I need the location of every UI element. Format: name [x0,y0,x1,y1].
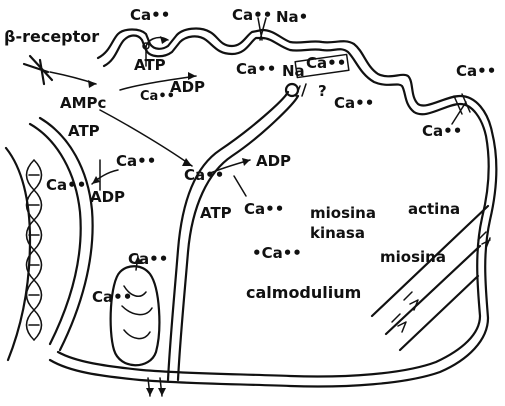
atp-top-label: ATP [134,56,166,74]
ca-membrane-label: Ca•• [236,60,276,78]
ca-center-pump-label: Ca•• [244,200,284,218]
ca-mito-top-label: Ca•• [128,250,168,268]
ca-top-right-label: Ca•• [456,62,496,80]
na-top-label: Na• [276,8,308,26]
dna-helix [27,160,42,340]
ca-exchanger-label: Ca•• [306,54,346,72]
ampc-label: AMPc [60,94,106,112]
t-tubule [168,84,298,380]
right-ca-channel [452,94,470,124]
atp-center-label: ATP [200,204,232,222]
ca-channel-in-label: Ca•• [422,122,462,140]
ca-top-left-label: Ca•• [130,6,170,24]
question-mark-label: ? [318,82,327,100]
atp-left-label: ATP [68,122,100,140]
calmodulium-label: calmodulium [246,283,361,302]
ca-sr-right-label: Ca•• [116,152,156,170]
ca-mito-left-label: Ca•• [92,288,132,306]
mito-arrows [134,256,166,396]
actina-label: actina [408,200,460,218]
adp-left-label: ADP [90,188,125,206]
ca-below-exchanger-label: Ca•• [334,94,374,112]
beta-receptor [24,56,96,88]
miosina-kinasa-label-1: miosina [310,204,376,222]
adp-center-label: ADP [256,152,291,170]
miosina-kinasa-label-2: kinasa [310,224,365,242]
ca-free-label: •Ca•• [252,244,302,262]
mitochondrion [111,266,160,365]
miosina-label: miosina [380,248,446,266]
ca-center-label: Ca•• [184,166,224,184]
sarcoplasmic-reticulum-left [6,118,93,360]
ca-top-mid-label: Ca•• [232,6,272,24]
sr-pump-arrows [92,160,118,190]
actin-filaments [372,206,488,350]
beta-receptor-label: β-receptor [4,27,99,46]
na-exchanger-label: Na [282,62,305,80]
ca-pump-top-label: Ca•• [140,89,175,104]
adp-top-label: ADP [170,78,205,96]
ca-sr-left-label: Ca•• [46,176,86,194]
